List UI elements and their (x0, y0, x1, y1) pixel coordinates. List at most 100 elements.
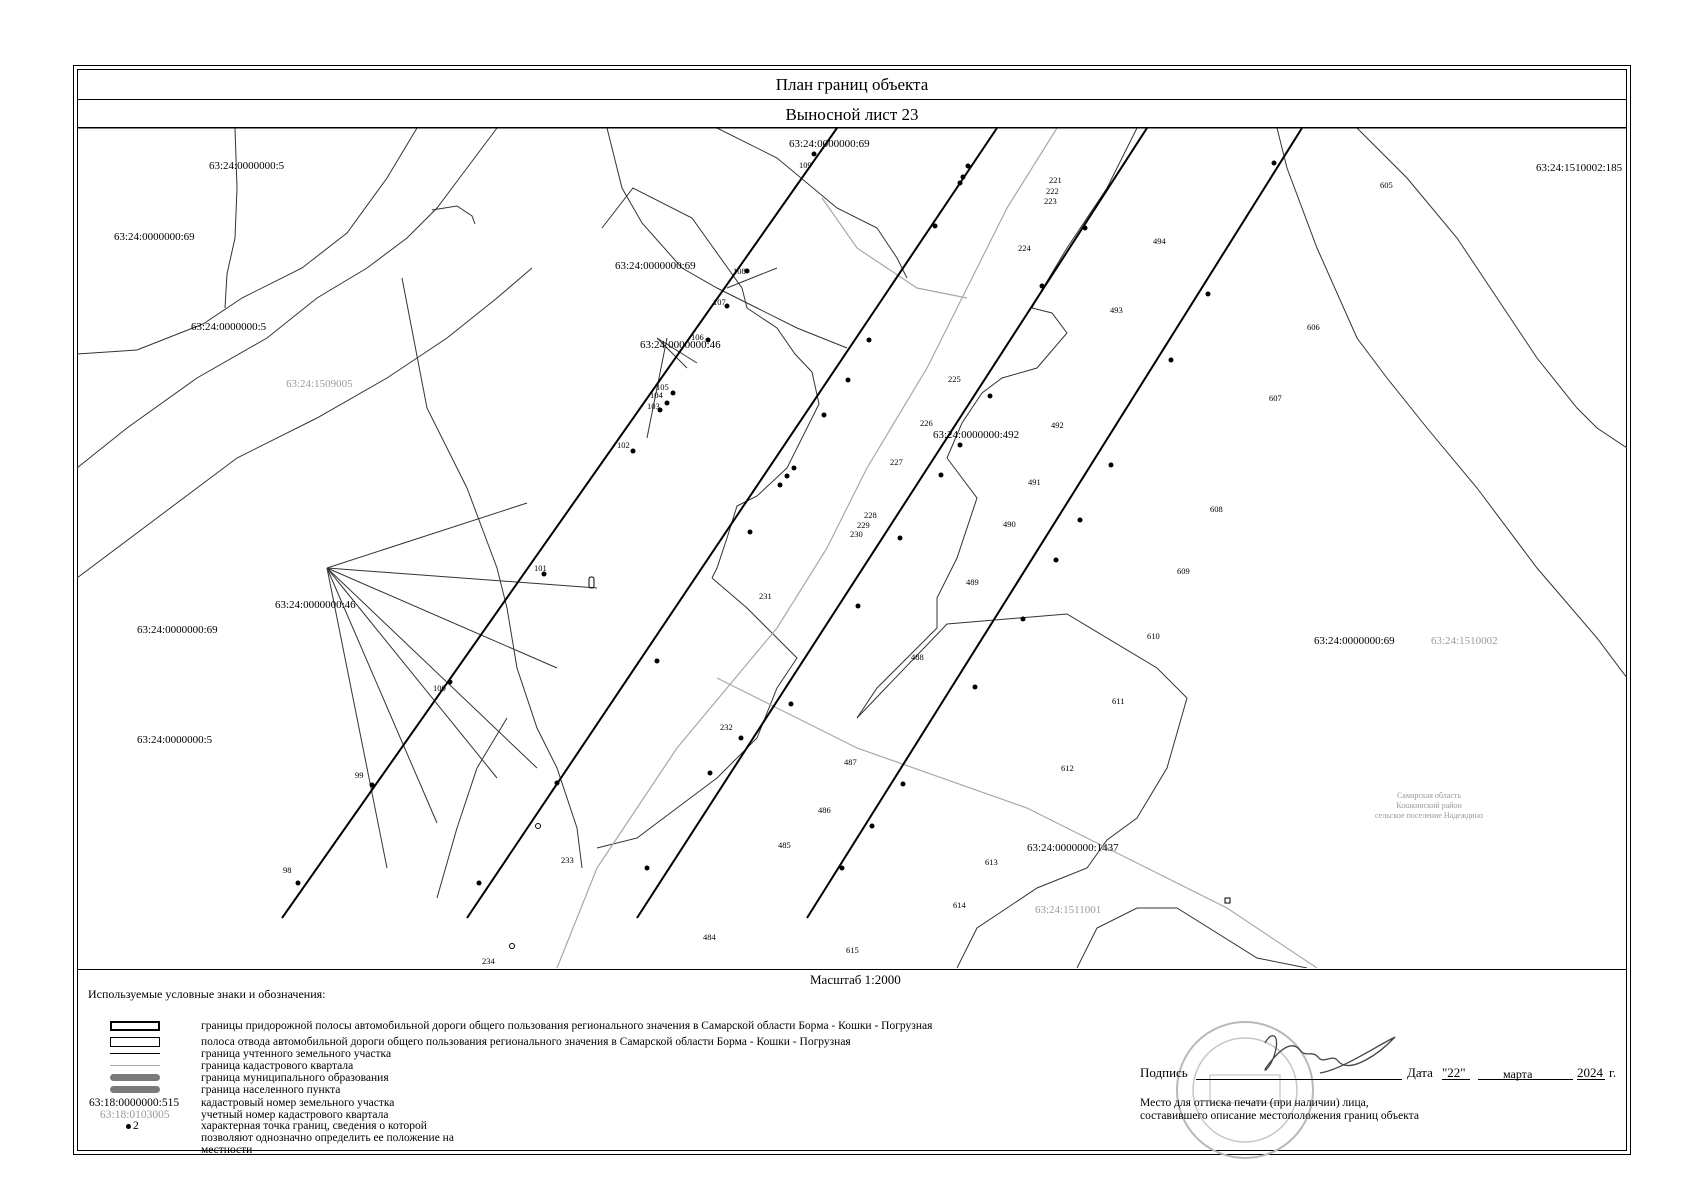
point-label: 233 (561, 855, 574, 865)
parcel-label: 63:24:0000000:5 (209, 160, 285, 172)
legend-label: граница муниципального образования (201, 1072, 389, 1084)
signature-line (1196, 1079, 1402, 1080)
point-label: 606 (1307, 322, 1320, 332)
sheet-title: Выносной лист 23 (77, 101, 1627, 128)
legend-label: граница кадастрового квартала (201, 1060, 354, 1072)
point-sample-number: 2 (133, 1120, 139, 1132)
point-label: 609 (1177, 566, 1190, 576)
point-label: 105 (656, 382, 669, 392)
road-strip-lines (281, 128, 1303, 919)
point-label: 614 (953, 900, 967, 910)
point-label: 221 (1049, 175, 1062, 185)
point-label: 226 (920, 418, 933, 428)
point-label: 492 (1051, 420, 1064, 430)
outer-frame (73, 65, 1631, 1155)
signature-scribble (1264, 1035, 1396, 1074)
parcel-boundaries (77, 128, 1627, 968)
point-label: 490 (1003, 519, 1016, 529)
point-label: 489 (966, 577, 979, 587)
parcel-boundary-symbol (110, 1053, 160, 1054)
quarter-label: 63:24:1511001 (1035, 904, 1101, 916)
point-label: 229 (857, 520, 870, 530)
point-label: 487 (844, 757, 857, 767)
map-scale: Масштаб 1:2000 (810, 972, 901, 987)
parcel-label: 63:24:0000000:69 (615, 260, 696, 272)
roadside-strip-symbol (110, 1021, 160, 1031)
date-day: "22" (1442, 1065, 1466, 1080)
point-label: 98 (283, 865, 292, 875)
parcel-label: 63:24:0000000:69 (1314, 635, 1395, 647)
date-month-line (1478, 1079, 1573, 1080)
parcel-label: 63:24:0000000:5 (191, 321, 267, 333)
point-label: 615 (846, 945, 859, 955)
legend-panel (77, 969, 1627, 1152)
cadastral-map: 98 99 100 101 102 103 104 105 106 107 10… (77, 128, 1627, 968)
point-label: 484 (703, 932, 717, 942)
point-label: 107 (713, 297, 726, 307)
point-label: 228 (864, 510, 877, 520)
parcel-label: 63:24:0000000:5 (137, 734, 213, 746)
point-label: 486 (818, 805, 831, 815)
date-label: Дата (1407, 1065, 1433, 1080)
region-note: сельское поселение Надеждино (1375, 811, 1483, 820)
date-year-line (1577, 1079, 1605, 1080)
point-label: 101 (534, 563, 547, 573)
parcel-label: 63:24:0000000:69 (114, 231, 195, 243)
parcel-label: 63:24:0000000:69 (137, 624, 218, 636)
point-label: 102 (617, 440, 630, 450)
point-label: 491 (1028, 477, 1041, 487)
point-label: 100 (433, 683, 446, 693)
quarter-boundary-symbol (110, 1065, 160, 1066)
quarter-number-sample: 63:18:0103005 (100, 1109, 170, 1121)
quarter-boundaries (556, 128, 1318, 968)
stamp-note-line1: Место для оттиска печати (при наличии) л… (1140, 1097, 1369, 1109)
point-label: 611 (1112, 696, 1124, 706)
right-of-way-symbol (110, 1037, 160, 1047)
boundary-points (295, 151, 1277, 886)
parcel-label: 63:24:0000000:1437 (1027, 842, 1119, 854)
point-label: 485 (778, 840, 791, 850)
date-day-line (1442, 1079, 1470, 1080)
point-label: 488 (911, 652, 924, 662)
signature-label: Подпись (1140, 1065, 1188, 1080)
point-label: 223 (1044, 196, 1057, 206)
parcel-label: 63:24:0000000:46 (275, 599, 356, 611)
point-label: 494 (1153, 236, 1167, 246)
point-label: 231 (759, 591, 772, 601)
point-sample-icon (126, 1124, 131, 1129)
date-year-suffix: г. (1609, 1065, 1617, 1080)
point-label: 222 (1046, 186, 1059, 196)
region-note: Кошкинский район (1396, 801, 1462, 810)
point-label: 605 (1380, 180, 1393, 190)
parcel-label: 63:24:0000000:46 (640, 339, 721, 351)
legend-label: учетный номер кадастрового квартала (201, 1109, 389, 1121)
legend-heading: Используемые условные знаки и обозначени… (88, 987, 326, 1001)
stamp-seal (1176, 1021, 1314, 1159)
point-label: 227 (890, 457, 903, 467)
point-label: 608 (1210, 504, 1223, 514)
point-label: 613 (985, 857, 998, 867)
legend-label: полоса отвода автомобильной дороги общег… (201, 1036, 851, 1048)
point-label: 234 (482, 956, 496, 966)
point-label: 99 (355, 770, 364, 780)
municipal-boundary-symbol (110, 1074, 160, 1081)
legend-label: граница населенного пункта (201, 1084, 341, 1096)
settlement-boundary-symbol (110, 1086, 160, 1093)
legend-label: характерная точка границ, сведения о кот… (201, 1120, 454, 1156)
parcel-label: 63:24:0000000:69 (789, 138, 870, 150)
legend-label: границы придорожной полосы автомобильной… (201, 1020, 933, 1032)
point-label: 224 (1018, 243, 1032, 253)
quarter-label: 63:24:1510002 (1431, 635, 1498, 647)
stamp-note-line2: составившего описание местоположения гра… (1140, 1110, 1419, 1122)
point-label: 610 (1147, 631, 1160, 641)
legend-label: кадастровый номер земельного участка (201, 1097, 395, 1109)
point-label: 106 (691, 332, 704, 342)
parcel-number-sample: 63:18:0000000:515 (89, 1097, 180, 1109)
point-label: 607 (1269, 393, 1282, 403)
quarter-label: 63:24:1509005 (286, 378, 353, 390)
inner-frame (77, 69, 1627, 1151)
legend-label: граница учтенного земельного участка (201, 1048, 392, 1060)
point-label: 104 (650, 390, 664, 400)
parcel-label: 63:24:0000000:492 (933, 429, 1019, 441)
point-label: 225 (948, 374, 961, 384)
